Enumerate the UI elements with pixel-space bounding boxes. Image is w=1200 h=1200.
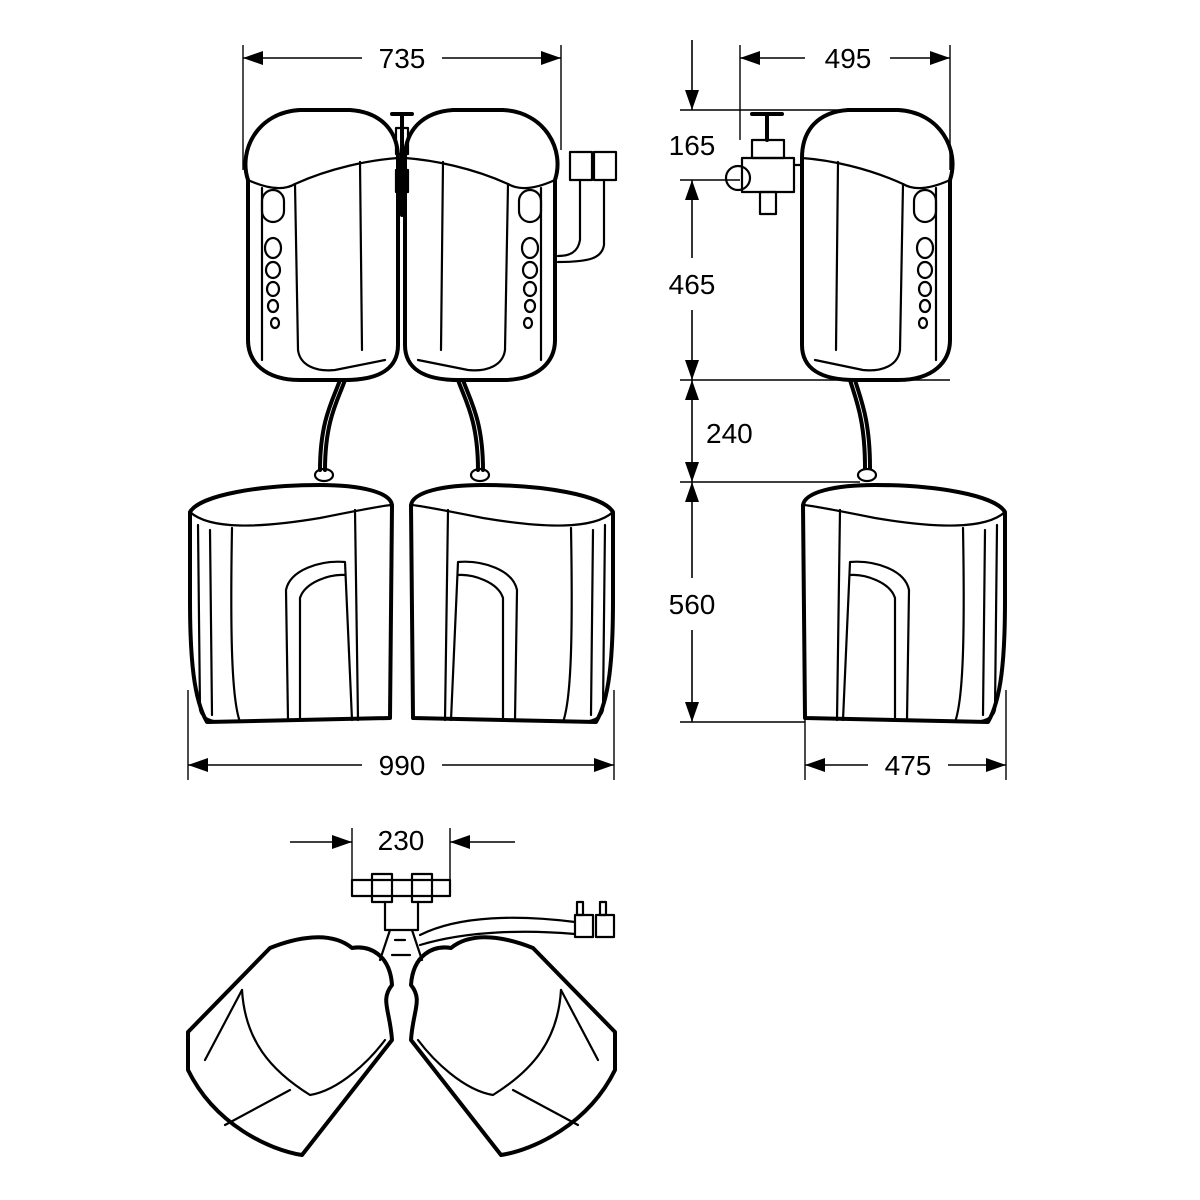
dim-side-vertical: 165 465 240 560 — [669, 40, 950, 723]
front-electrical-connectors — [556, 150, 618, 264]
dim-side-bottom-width: 475 — [804, 690, 1007, 781]
dim-side-top-width: 495 — [739, 43, 951, 170]
dim-plan-valve-width: 230 — [290, 825, 515, 880]
dim-front-bottom-width: 990 — [187, 690, 615, 781]
plan-left-unit — [186, 935, 394, 1157]
dim-front-top-width: 735 — [242, 43, 562, 170]
front-view — [188, 108, 618, 724]
front-upper-right-unit — [403, 108, 560, 382]
dim-label-560: 560 — [669, 589, 716, 620]
dim-label-165: 165 — [669, 130, 716, 161]
side-upper-unit — [800, 108, 955, 382]
side-lower-unit — [801, 483, 1007, 724]
front-lower-left-unit — [188, 483, 394, 724]
dim-label-240: 240 — [706, 418, 753, 449]
side-view — [724, 108, 1007, 724]
side-hose — [848, 378, 878, 483]
plan-right-unit — [409, 935, 617, 1157]
front-center-valve — [390, 112, 414, 217]
plan-valve-block — [350, 872, 452, 962]
front-upper-left-unit — [243, 108, 400, 382]
dim-label-990: 990 — [379, 750, 426, 781]
side-valve — [724, 112, 804, 216]
dim-label-735: 735 — [379, 43, 426, 74]
dim-label-475: 475 — [885, 750, 932, 781]
dim-label-465: 465 — [669, 269, 716, 300]
plan-connectors — [418, 900, 616, 947]
plan-view — [186, 872, 617, 1157]
front-hoses — [313, 378, 491, 483]
dim-label-230: 230 — [378, 825, 425, 856]
dim-label-495: 495 — [825, 43, 872, 74]
front-lower-right-unit — [409, 483, 615, 724]
